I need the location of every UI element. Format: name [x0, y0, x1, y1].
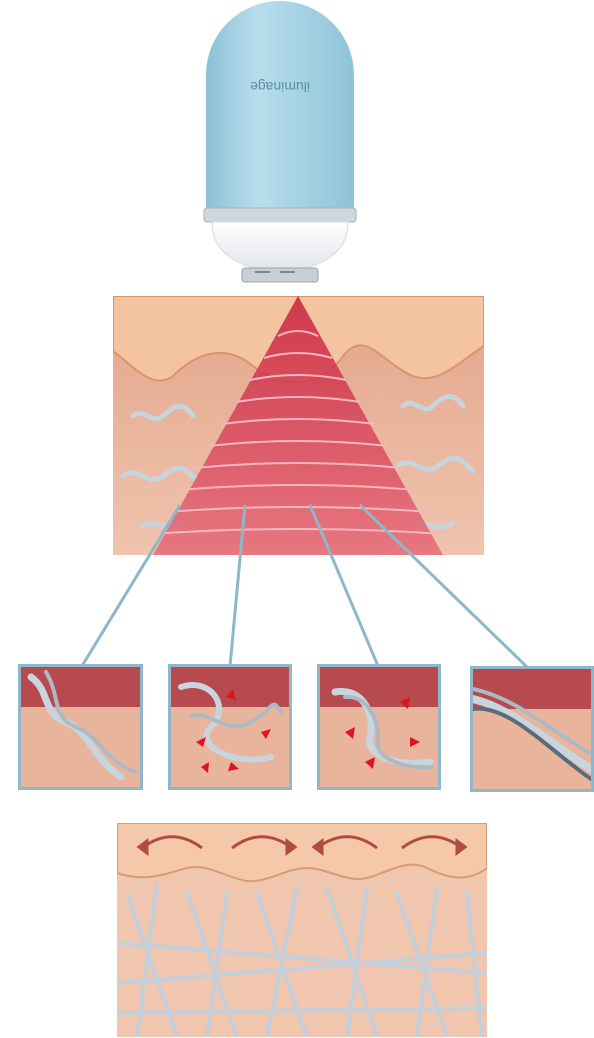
device-logo: iluminage — [250, 79, 310, 95]
panel-collagen-heated — [168, 664, 292, 790]
device-band — [204, 208, 356, 222]
tightened-skin-cross-section — [117, 823, 487, 1037]
panel-collagen-tightened — [470, 666, 594, 792]
panel-collagen-intact — [18, 664, 143, 790]
device-electrodes — [242, 268, 318, 282]
heated-fibers-svg — [171, 667, 289, 787]
rf-heating-cross-section — [113, 296, 484, 555]
device-body — [206, 1, 354, 210]
rf-device-illustration: iluminage — [180, 0, 380, 300]
panel-collagen-contracting — [317, 664, 441, 790]
device-cap — [212, 222, 348, 272]
